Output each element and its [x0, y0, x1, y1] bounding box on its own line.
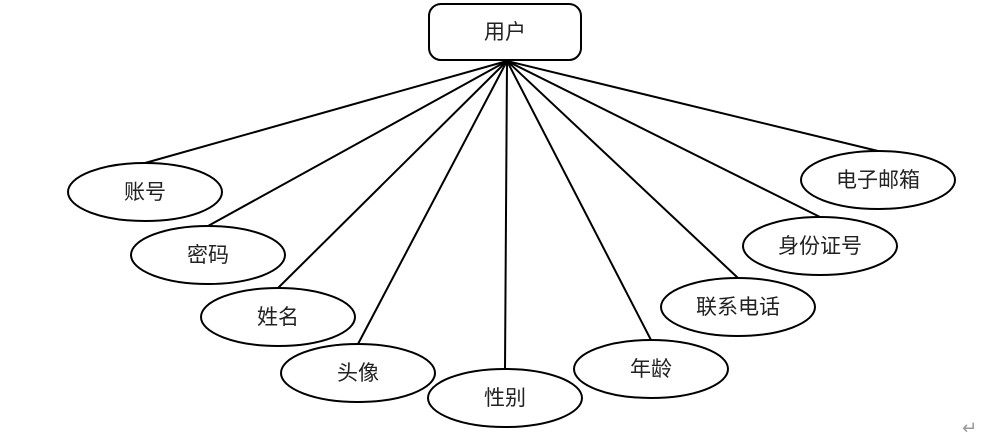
attribute-label: 年龄 — [630, 357, 672, 381]
attribute-ellipse — [660, 277, 816, 337]
attribute-ellipse — [280, 343, 436, 403]
attribute-ellipse — [67, 162, 223, 222]
attribute-label: 身份证号 — [778, 234, 862, 258]
attribute-label: 姓名 — [257, 305, 299, 329]
attribute-node: 身份证号 — [742, 216, 898, 276]
attribute-node: 姓名 — [200, 287, 356, 347]
entity-box — [428, 3, 582, 61]
attribute-node: 头像 — [280, 343, 436, 403]
entity-user: 用户 — [428, 3, 582, 61]
attribute-node: 账号 — [67, 162, 223, 222]
relation-line — [504, 60, 508, 370]
relation-line — [207, 60, 508, 227]
attribute-label: 电子邮箱 — [836, 168, 920, 192]
attribute-label: 密码 — [187, 243, 229, 267]
attribute-node: 年龄 — [573, 339, 729, 399]
attribute-ellipse — [573, 339, 729, 399]
attribute-ellipse — [742, 216, 898, 276]
relation-line — [144, 60, 508, 164]
relation-line — [357, 60, 508, 345]
entity-label: 用户 — [484, 20, 526, 44]
attribute-label: 性别 — [484, 386, 526, 410]
attribute-label: 账号 — [124, 180, 166, 204]
attribute-ellipse — [200, 287, 356, 347]
paragraph-mark-icon: ↵ — [962, 418, 978, 439]
attribute-ellipse — [427, 368, 583, 428]
relation-line — [506, 60, 739, 279]
relation-line — [277, 60, 508, 289]
attribute-ellipse — [130, 225, 286, 285]
attribute-node: 联系电话 — [660, 277, 816, 337]
attribute-ellipse — [800, 150, 956, 210]
attribute-node: 电子邮箱 — [800, 150, 956, 210]
relation-line — [506, 60, 879, 152]
relation-line — [506, 60, 821, 218]
relation-line — [506, 60, 652, 341]
attribute-label: 头像 — [337, 361, 379, 385]
attribute-node: 密码 — [130, 225, 286, 285]
attribute-label: 联系电话 — [696, 295, 780, 319]
attribute-node: 性别 — [427, 368, 583, 428]
